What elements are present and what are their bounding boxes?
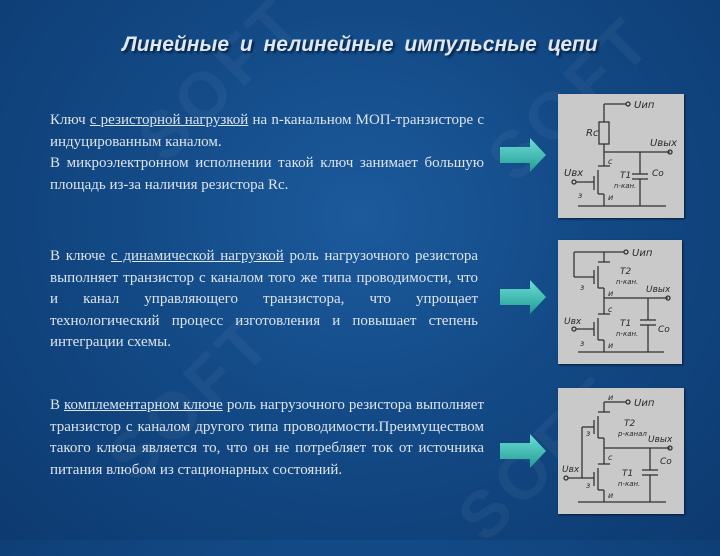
diagram-label: Uвых <box>650 138 677 149</box>
diagram-label: Cо <box>652 169 664 179</box>
circuit-diagram-icon: Uип T2 n-кан. Uвых з и с T1 n-кан. Cо Uв… <box>564 248 671 353</box>
diagram-label: и <box>608 341 613 350</box>
diagram-label: Uип <box>634 398 655 409</box>
right-arrow-icon <box>500 280 546 314</box>
diagram-label: Uип <box>632 248 653 259</box>
term-underlined: комплементарном ключе <box>64 397 223 413</box>
diagram-label: з <box>580 339 584 348</box>
text-block-complementary: В комплементарном ключе роль нагрузочног… <box>50 395 484 481</box>
diagram-label: Cо <box>658 325 670 335</box>
diagram-label: T1 <box>620 171 631 181</box>
diagram-label: с <box>608 157 613 166</box>
diagram-label: Uвх <box>564 168 583 179</box>
term-underlined: с динамической нагрузкой <box>111 248 284 264</box>
text-segment: роль нагрузочного резистора выполняет тр… <box>50 397 484 478</box>
diagram-label: n-кан. <box>614 182 636 190</box>
diagram-label: и <box>608 193 613 202</box>
circuit-diagram-resistive: Uип Rc Uвых с T1 n-кан. Uвх з и Cо <box>558 94 684 218</box>
diagram-label: Uвых <box>648 435 673 445</box>
diagram-label: n-кан. <box>616 278 638 286</box>
circuit-diagram-complementary: и Uип T2 р-канал Uвых з с Uвх з T1 n-кан… <box>558 388 684 514</box>
diagram-label: Uвх <box>562 465 580 475</box>
diagram-label: и <box>608 491 613 500</box>
diagram-label: з <box>578 191 582 200</box>
diagram-label: T1 <box>622 469 633 479</box>
diagram-label: с <box>608 305 613 314</box>
diagram-label: Rc <box>586 128 599 139</box>
diagram-label: з <box>586 481 590 490</box>
term-underlined: с резисторной нагрузкой <box>89 112 249 128</box>
diagram-label: Uип <box>634 100 655 111</box>
text-segment: В ключе <box>50 248 112 264</box>
diagram-label: n-кан. <box>616 330 638 338</box>
diagram-label: Uвх <box>564 317 582 327</box>
diagram-label: и <box>608 393 613 402</box>
diagram-label: Uвых <box>646 285 671 295</box>
text-segment: на n-канальном МОП-транзисторе с индуцир… <box>50 112 484 150</box>
diagram-label: р-канал <box>617 430 647 438</box>
circuit-diagram-dynamic: Uип T2 n-кан. Uвых з и с T1 n-кан. Cо Uв… <box>558 240 682 364</box>
diagram-label: T2 <box>624 419 635 429</box>
text-segment: роль нагрузочного резистора выполняет тр… <box>50 248 478 350</box>
diagram-label: з <box>586 429 590 438</box>
circuit-diagram-icon: и Uип T2 р-канал Uвых з с Uвх з T1 n-кан… <box>562 393 673 503</box>
diagram-label: з <box>580 283 584 292</box>
text-segment: Ключ <box>50 112 90 128</box>
text-block-dynamic-load: В ключе с динамической нагрузкой роль на… <box>50 246 478 354</box>
diagram-label: и <box>608 289 613 298</box>
right-arrow-icon <box>500 434 546 468</box>
diagram-label: T1 <box>620 319 631 329</box>
slide-title: Линейные и нелинейные импульсные цепи <box>122 33 598 56</box>
diagram-label: Cо <box>660 457 672 467</box>
diagram-label: T2 <box>620 267 631 277</box>
text-segment: В <box>50 397 65 413</box>
diagram-label: n-кан. <box>618 480 640 488</box>
diagram-label: с <box>608 453 613 462</box>
circuit-diagram-icon: Uип Rc Uвых с T1 n-кан. Uвх з и Cо <box>564 100 677 207</box>
right-arrow-icon <box>500 138 546 172</box>
text-block-resistive-load: Ключ с резисторной нагрузкой на n-каналь… <box>50 110 484 196</box>
text-segment: В микроэлектронном исполнении такой ключ… <box>50 155 484 193</box>
